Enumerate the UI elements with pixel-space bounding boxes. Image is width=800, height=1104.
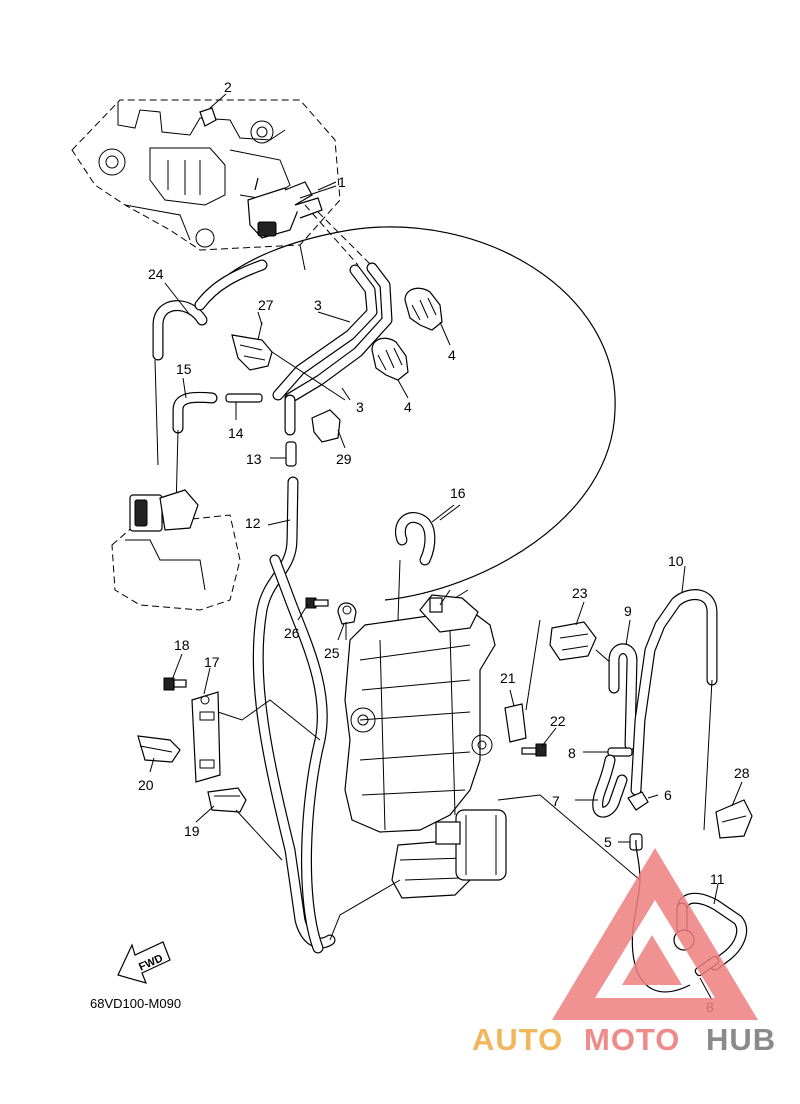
callout-12: 12 xyxy=(245,515,261,531)
fwd-arrow: FWD xyxy=(117,941,171,984)
watermark-triangle xyxy=(552,848,758,1020)
diagram-code: 68VD100-M090 xyxy=(90,996,181,1011)
callout-3a: 3 xyxy=(314,297,322,313)
callout-19: 19 xyxy=(184,823,200,839)
part-4-clamp-upper xyxy=(404,287,451,346)
part-6-joint xyxy=(627,791,659,811)
part-21-bracket xyxy=(504,619,541,743)
part-2-nut xyxy=(199,93,227,127)
callout-8a: 8 xyxy=(568,745,576,761)
part-19-clip xyxy=(207,787,283,861)
part-13-check-valve xyxy=(270,441,297,467)
part-1-solenoid-valve xyxy=(247,177,337,239)
callout-6: 6 xyxy=(664,787,672,803)
callout-24: 24 xyxy=(148,266,164,282)
part-25-bracket xyxy=(337,602,357,640)
callout-27: 27 xyxy=(258,297,274,313)
part-17-plate xyxy=(191,691,321,783)
callout-20: 20 xyxy=(138,777,154,793)
callout-5: 5 xyxy=(604,834,612,850)
callout-9: 9 xyxy=(624,603,632,619)
part-28-clamp xyxy=(715,799,753,839)
vapor-separator-body xyxy=(344,589,507,899)
part-23-clamp xyxy=(549,621,613,665)
callout-7: 7 xyxy=(552,793,560,809)
upper-hoses xyxy=(152,204,616,601)
callout-13: 13 xyxy=(246,451,262,467)
callout-21: 21 xyxy=(500,670,516,686)
callout-17: 17 xyxy=(204,654,220,670)
callout-4b: 4 xyxy=(404,399,412,415)
part-18-bolt xyxy=(163,677,187,691)
callout-2: 2 xyxy=(224,79,232,95)
callout-28: 28 xyxy=(734,765,750,781)
part-8-joint-upper xyxy=(583,747,633,757)
callout-3b: 3 xyxy=(356,399,364,415)
callout-leaders xyxy=(149,181,743,905)
callout-26: 26 xyxy=(284,625,300,641)
watermark-moto: MOTO xyxy=(584,1022,680,1057)
part-7-hose xyxy=(575,754,628,818)
callout-16: 16 xyxy=(450,485,466,501)
callout-10: 10 xyxy=(668,553,684,569)
engine-block-left xyxy=(111,489,241,611)
callout-29: 29 xyxy=(336,451,352,467)
callout-25: 25 xyxy=(324,645,340,661)
callout-22: 22 xyxy=(550,713,566,729)
callout-14: 14 xyxy=(228,425,244,441)
part-10-hose xyxy=(630,589,718,831)
part-29-clamp xyxy=(311,409,346,449)
callout-15: 15 xyxy=(176,361,192,377)
callout-23: 23 xyxy=(572,585,588,601)
part-27-clip xyxy=(231,321,346,401)
callout-1: 1 xyxy=(338,174,346,190)
callout-4a: 4 xyxy=(448,347,456,363)
callout-11: 11 xyxy=(710,871,725,887)
watermark-hub: HUB xyxy=(706,1022,776,1057)
part-5-filter xyxy=(618,833,643,851)
part-20-clamp xyxy=(137,735,181,763)
callout-18: 18 xyxy=(174,637,190,653)
part-9-hose xyxy=(608,643,638,751)
part-16-hose xyxy=(395,504,461,621)
callout-numbers: 1 2 24 27 3 4 15 3 4 14 29 13 16 12 10 2… xyxy=(138,79,750,1015)
part-22-bolt xyxy=(521,743,547,757)
part-4-clamp-lower xyxy=(371,337,409,399)
watermark-logo: AUTO MOTO HUB xyxy=(472,848,776,1057)
watermark-auto: AUTO xyxy=(472,1022,563,1057)
part-12-hose xyxy=(252,476,336,954)
part-14-joint xyxy=(225,393,263,420)
part-26-bolt xyxy=(305,597,329,609)
